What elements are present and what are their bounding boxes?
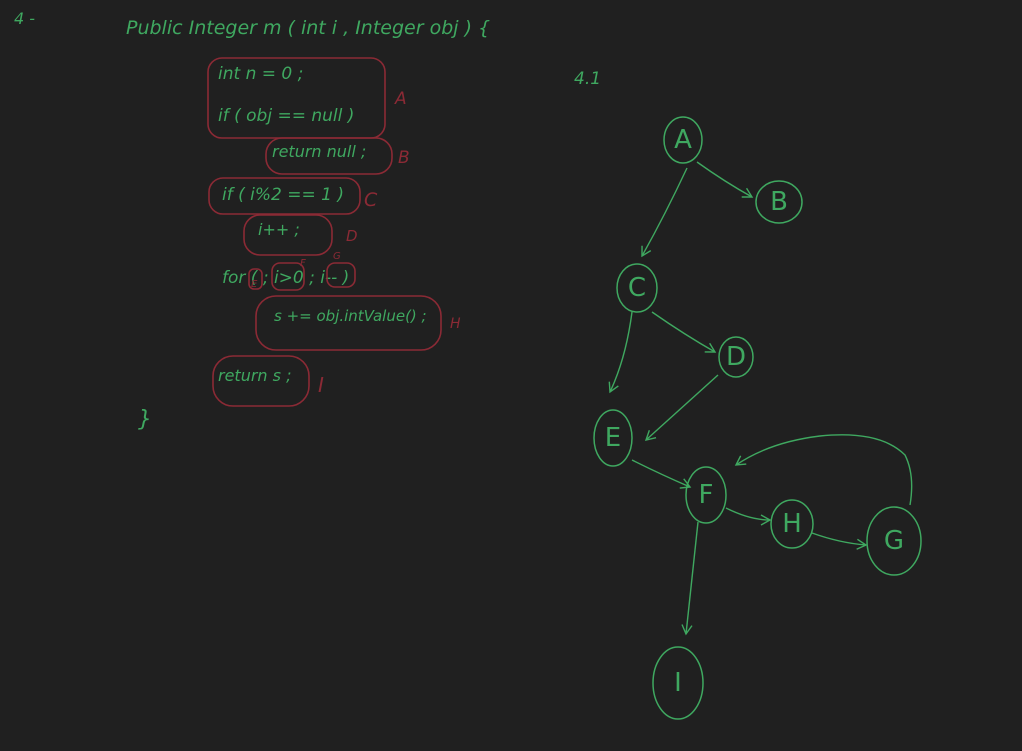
- block-label-d: D: [346, 227, 358, 245]
- edge-h-g: [811, 532, 868, 550]
- node-h-circle: [770, 499, 814, 549]
- block-label-i: I: [318, 373, 324, 397]
- code-line-int-n: int n = 0 ;: [218, 64, 303, 84]
- node-i-label: I: [674, 668, 682, 698]
- node-e-label: E: [605, 423, 621, 453]
- edge-a-c: [641, 167, 688, 258]
- edge-e-f: [631, 459, 692, 489]
- block-outline-i: [212, 355, 310, 407]
- edge-c-e: [608, 311, 633, 394]
- code-header: Public Integer m ( int i , Integer obj )…: [126, 17, 490, 39]
- graph-nodes: [593, 116, 922, 720]
- block-outline-b: [265, 137, 393, 175]
- block-label-e: E: [251, 279, 258, 290]
- code-line-if-null: if ( obj == null ): [218, 106, 354, 126]
- node-h-label: H: [782, 509, 802, 539]
- node-i-circle: [652, 646, 704, 720]
- edge-g-f: [734, 434, 913, 506]
- graph-node-labels: A B C D E F H G I: [605, 125, 904, 698]
- block-outline-f: [271, 262, 305, 291]
- node-a-circle: [663, 116, 703, 164]
- node-a-label: A: [674, 125, 692, 155]
- edge-a-b: [696, 161, 754, 198]
- graph-edges: [608, 161, 913, 636]
- block-label-c: C: [364, 189, 378, 211]
- block-outline-c: [208, 177, 361, 215]
- node-f-label: F: [699, 480, 714, 510]
- block-outline-g: [326, 262, 356, 288]
- node-c-circle: [616, 263, 658, 313]
- code-line-return-s: return s ;: [218, 366, 291, 385]
- block-label-a: A: [394, 89, 407, 109]
- block-label-h: H: [450, 316, 461, 332]
- section-label: 4 -: [14, 9, 35, 28]
- node-e-circle: [593, 409, 633, 467]
- block-outline-e: [248, 268, 263, 290]
- edge-f-h: [725, 507, 772, 526]
- code-line-if-mod: if ( i%2 == 1 ): [222, 185, 344, 205]
- code-line-sum: s += obj.intValue() ;: [274, 307, 427, 325]
- edge-c-d: [651, 311, 717, 353]
- block-label-b: B: [398, 148, 410, 168]
- edge-f-i: [681, 521, 699, 636]
- code-block-outlines: [207, 57, 442, 407]
- node-d-label: D: [726, 342, 746, 372]
- node-b-label: B: [770, 187, 788, 217]
- block-outline-d: [243, 214, 333, 256]
- node-g-label: G: [884, 526, 904, 556]
- block-label-f: F: [300, 258, 306, 269]
- edge-d-e: [644, 374, 719, 441]
- subsection-label: 4.1: [574, 69, 601, 89]
- block-outline-h: [255, 295, 442, 351]
- code-line-increment: i++ ;: [258, 220, 300, 239]
- code-line-for: for ( ; i>0 ; i-- ): [222, 268, 349, 288]
- code-block-labels: A B C D E F G H I: [251, 89, 461, 397]
- block-label-g: G: [333, 251, 341, 262]
- node-c-label: C: [628, 273, 646, 303]
- code-lines: int n = 0 ; if ( obj == null ) return nu…: [138, 64, 427, 432]
- code-line-closing-brace: }: [138, 407, 152, 432]
- node-b-circle: [755, 180, 803, 224]
- node-f-circle: [685, 466, 727, 524]
- node-g-circle: [866, 506, 922, 576]
- node-d-circle: [718, 336, 754, 378]
- code-line-return-null: return null ;: [272, 142, 366, 161]
